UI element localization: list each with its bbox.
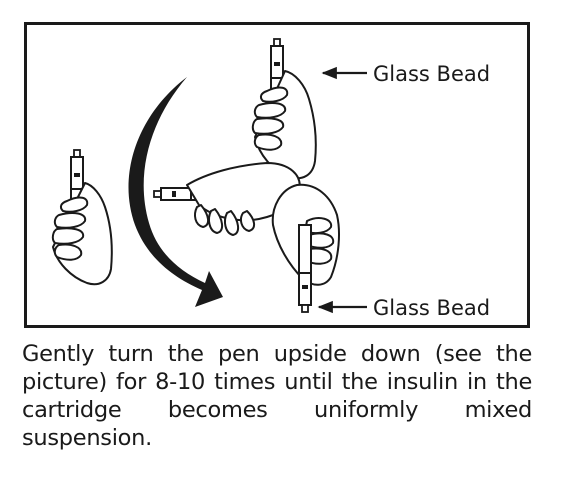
pen-upright-left [51, 149, 113, 286]
glass-bead-label-top: Glass Bead [373, 62, 490, 86]
pen-mixing-illustration: Glass Bead Glass Bead [51, 38, 490, 320]
instruction-caption: Gently turn the pen upside down (see the… [22, 341, 532, 451]
callout-top-bead: Glass Bead [321, 62, 490, 86]
insulin-pen-icon [298, 224, 312, 313]
pen-horizontal [153, 162, 301, 236]
hand-icon [251, 70, 317, 180]
callout-bottom-bead: Glass Bead [317, 296, 490, 320]
illustration-frame: Glass Bead Glass Bead [24, 22, 530, 328]
pen-upside-down [271, 183, 340, 313]
pen-upright-top [251, 38, 317, 180]
hand-icon [51, 182, 113, 286]
glass-bead-label-bottom: Glass Bead [373, 296, 490, 320]
rotation-arrow-icon [128, 77, 223, 307]
hand-icon [186, 162, 301, 236]
